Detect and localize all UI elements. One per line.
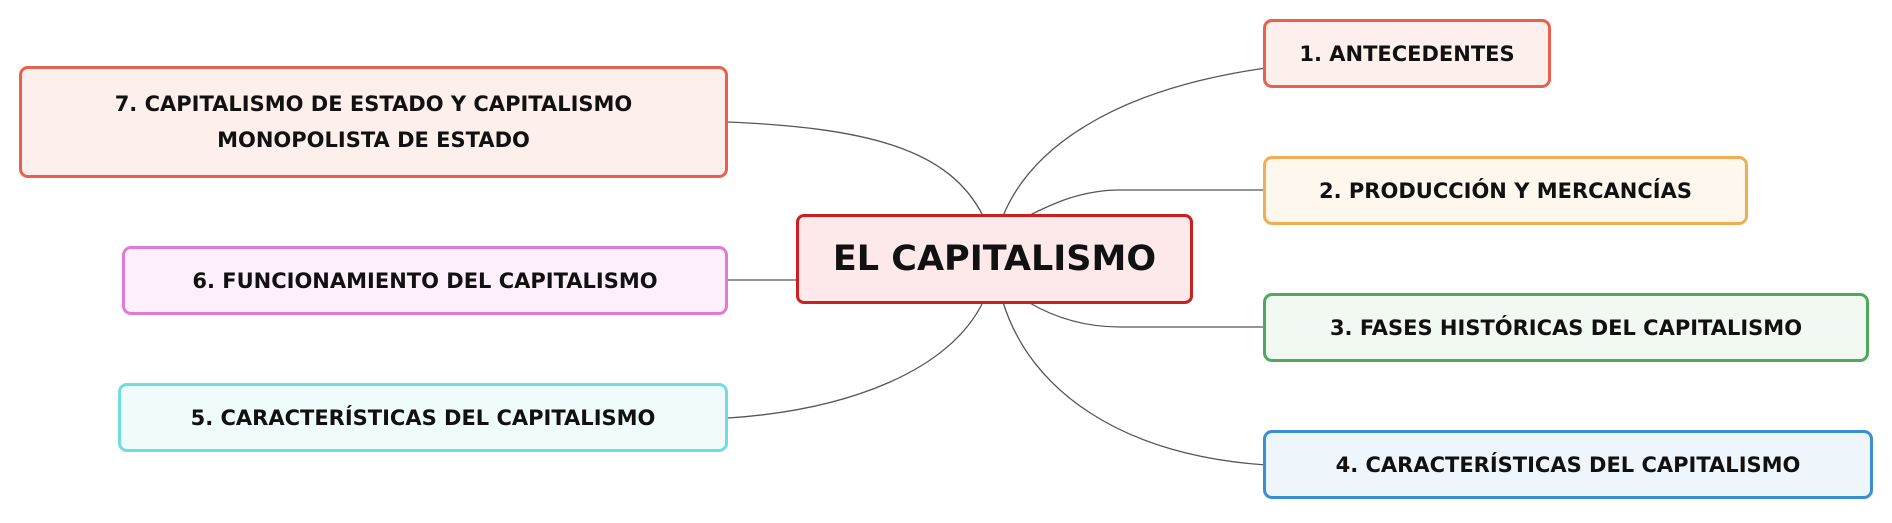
branch-node-3[interactable]: 3. FASES HISTÓRICAS DEL CAPITALISMO (1263, 293, 1869, 362)
branch-node-3-label: 3. FASES HISTÓRICAS DEL CAPITALISMO (1329, 315, 1803, 340)
branch-node-7[interactable]: 7. CAPITALISMO DE ESTADO Y CAPITALISMO M… (19, 66, 728, 178)
branch-node-5-label: 5. CARACTERÍSTICAS DEL CAPITALISMO (190, 405, 656, 430)
connector-branch-2 (1027, 189, 1266, 217)
branch-node-1[interactable]: 1. ANTECEDENTES (1263, 19, 1551, 88)
connector-branch-5 (727, 301, 984, 419)
branch-node-6-label: 6. FUNCIONAMIENTO DEL CAPITALISMO (192, 268, 658, 293)
connector-branch-3 (1027, 301, 1266, 328)
branch-node-5[interactable]: 5. CARACTERÍSTICAS DEL CAPITALISMO (118, 383, 728, 452)
branch-node-4[interactable]: 4. CARACTERÍSTICAS DEL CAPITALISMO (1263, 430, 1873, 499)
root-node-label: EL CAPITALISMO (832, 239, 1157, 279)
branch-node-7-label: 7. CAPITALISMO DE ESTADO Y CAPITALISMO M… (114, 92, 633, 152)
branch-node-6[interactable]: 6. FUNCIONAMIENTO DEL CAPITALISMO (122, 246, 728, 315)
connector-branch-4 (1002, 301, 1267, 466)
branch-node-4-label: 4. CARACTERÍSTICAS DEL CAPITALISMO (1335, 452, 1801, 477)
branch-node-2[interactable]: 2. PRODUCCIÓN Y MERCANCÍAS (1263, 156, 1748, 225)
connector-branch-1 (1002, 67, 1267, 217)
branch-node-2-label: 2. PRODUCCIÓN Y MERCANCÍAS (1319, 178, 1692, 203)
root-node[interactable]: EL CAPITALISMO (796, 214, 1193, 304)
connector-branch-7 (727, 121, 984, 217)
branch-node-1-label: 1. ANTECEDENTES (1299, 41, 1515, 66)
